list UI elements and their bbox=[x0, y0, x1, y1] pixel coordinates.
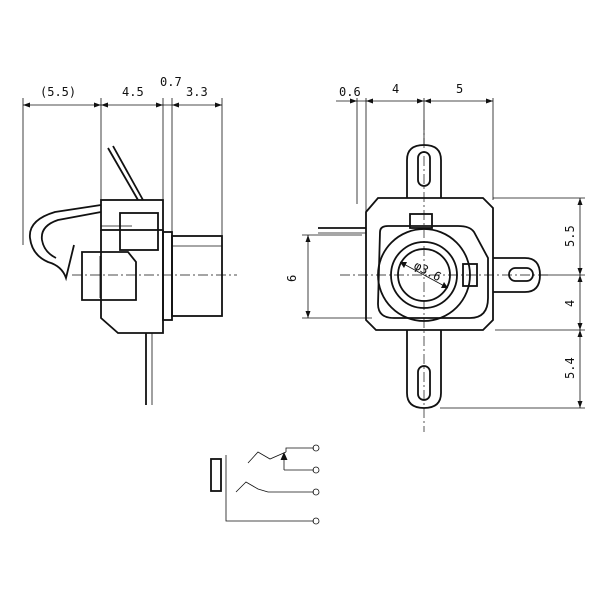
side-view: (5.5) 4.5 0.7 3.3 bbox=[22, 75, 237, 405]
front-dim-left: 6 bbox=[285, 275, 299, 282]
side-dim-d: 3.3 bbox=[186, 85, 208, 99]
front-diameter-label: φ3.6 bbox=[412, 258, 444, 284]
front-dim-top-small: 0.6 bbox=[339, 85, 361, 99]
side-dim-a: (5.5) bbox=[40, 85, 76, 99]
terminal-4 bbox=[312, 517, 320, 525]
front-dim-right-lower: 5.4 bbox=[563, 357, 577, 379]
front-dim-top-mid: 4 bbox=[392, 82, 399, 96]
circuit-schematic bbox=[210, 444, 320, 525]
side-body bbox=[29, 145, 237, 405]
schematic-sleeve bbox=[210, 458, 222, 492]
terminal-1 bbox=[312, 444, 320, 452]
front-dim-right-mid: 4 bbox=[563, 300, 577, 307]
terminal-2 bbox=[312, 466, 320, 474]
side-dim-c: 0.7 bbox=[160, 75, 182, 89]
side-dim-b: 4.5 bbox=[122, 85, 144, 99]
terminal-3 bbox=[312, 488, 320, 496]
front-view: 0.6 4 5 6 5.5 4 5.4 bbox=[285, 82, 585, 432]
front-dim-top-right: 5 bbox=[456, 82, 463, 96]
front-body: φ3.6 bbox=[318, 120, 550, 432]
front-dim-right-upper: 5.5 bbox=[563, 225, 577, 247]
